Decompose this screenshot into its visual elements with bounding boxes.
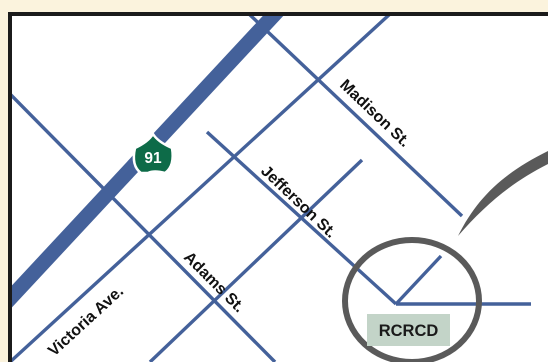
location-circle-icon (342, 237, 482, 362)
destination-badge: RCRCD (367, 314, 450, 346)
street-campus-entrance (394, 254, 443, 306)
california-state-route-shield-icon (132, 131, 174, 175)
map-frame-border (8, 12, 548, 362)
route-shield: 91 (132, 131, 174, 175)
street-northeast-connector (148, 158, 364, 362)
route-shield-number: 91 (144, 150, 162, 167)
street-victoria-ave (10, 14, 392, 362)
destination-label: RCRCD (379, 322, 439, 340)
street-madison-st (247, 14, 464, 218)
destination-badge-bg (367, 314, 450, 346)
street-adams-st (10, 92, 277, 362)
location-pointer (458, 151, 548, 236)
